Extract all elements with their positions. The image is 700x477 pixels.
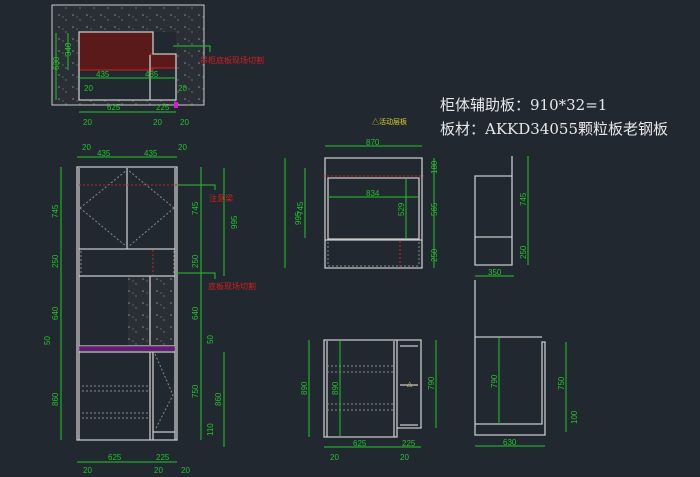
dim: 890 (331, 381, 340, 395)
dim: 834 (366, 189, 380, 198)
front-elevation: 20 435 435 20 745 250 640 50 860 745 250… (43, 143, 256, 475)
dim: 745 (191, 201, 200, 215)
dim: 110 (206, 423, 215, 436)
dim: 745 (296, 201, 305, 215)
dim: 20 (154, 466, 163, 475)
note-cut-wall: 吊柜底板现场切割 (200, 55, 264, 65)
dim: 790 (427, 376, 436, 390)
dim: 20 (83, 466, 92, 475)
dim: 20 (84, 84, 93, 93)
dim: 529 (397, 202, 406, 216)
title-line-1: 柜体辅助板：910*32=1 (440, 96, 607, 114)
dim: 630 (52, 56, 61, 70)
shelf-marker-icon: △ (407, 381, 413, 388)
lower-elevation: 890 890 790 625 225 20 20 △ (300, 339, 437, 462)
dim: 250 (51, 254, 60, 268)
dim: 750 (191, 384, 200, 398)
side-profile-lower: 790 750 100 630 (474, 280, 579, 447)
side-section: 870 834 529 180 565 250 745 995 △活动层板 (284, 117, 439, 269)
dim: 995 (230, 215, 239, 229)
dim: 995 (294, 211, 303, 225)
note-cut-floor: 底板现场切割 (208, 281, 256, 291)
dim: 250 (519, 245, 528, 259)
dim: 625 (107, 103, 121, 112)
magenta-marker (174, 102, 178, 108)
dim: 225 (156, 453, 170, 462)
dim: 250 (430, 248, 439, 262)
note-shelf: △活动层板 (372, 117, 407, 126)
dim: 50 (43, 336, 52, 345)
dim: 750 (557, 376, 566, 390)
dim: 640 (191, 306, 200, 320)
dim: 625 (108, 453, 122, 462)
dim: 435 (144, 149, 158, 158)
dim: 565 (430, 202, 439, 216)
dim: 350 (488, 268, 502, 277)
dim: 435 (96, 70, 110, 79)
dim: 640 (51, 306, 60, 320)
dim: 745 (519, 192, 528, 206)
dim: 625 (353, 439, 367, 448)
dim: 20 (153, 118, 162, 127)
dim: 180 (430, 160, 439, 174)
dim: 20 (178, 84, 187, 93)
dim: 20 (181, 466, 190, 475)
dim: 630 (503, 438, 517, 447)
dim: 870 (366, 138, 380, 147)
dim: 225 (156, 103, 170, 112)
dim: 340 (64, 42, 73, 56)
note-beam: 注意梁 (209, 193, 233, 203)
dim: 250 (191, 254, 200, 268)
dim: 890 (300, 381, 309, 395)
dim: 860 (214, 392, 223, 406)
dim: 745 (51, 204, 60, 218)
dim: 20 (82, 143, 91, 152)
dim: 860 (51, 392, 60, 406)
dim: 435 (97, 149, 111, 158)
dim: 790 (490, 374, 499, 388)
dim: 225 (402, 439, 416, 448)
dim: 50 (206, 335, 215, 344)
dim: 100 (570, 410, 579, 424)
dim: 20 (178, 143, 187, 152)
dim: 435 (145, 70, 159, 79)
plan-view: 630 340 435 435 20 20 625 225 20 20 20 吊… (51, 4, 264, 127)
side-profile-upper: 745 250 350 (474, 156, 529, 277)
dim: 20 (83, 118, 92, 127)
dim: 20 (180, 118, 189, 127)
dim: 20 (330, 453, 339, 462)
dim: 20 (400, 453, 409, 462)
title-line-2: 板材：AKKD34055颗粒板老钢板 (440, 120, 668, 138)
